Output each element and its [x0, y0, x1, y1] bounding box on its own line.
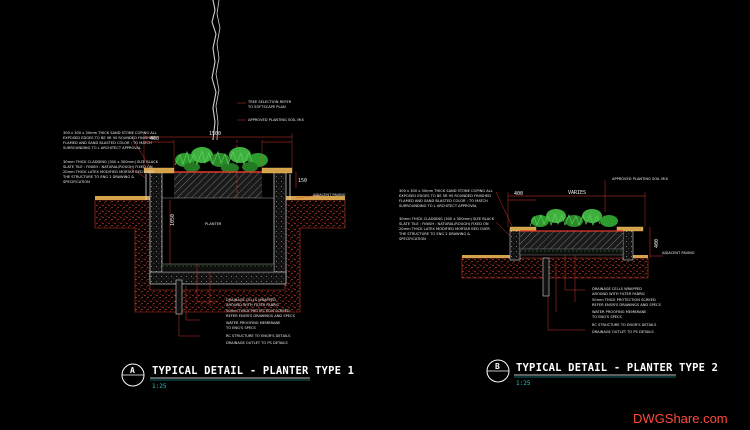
cladding-note-1-line-4: THE STRUCTURE TO ENG 2 DRAWING &	[62, 175, 134, 179]
bubble-a-label: A	[130, 366, 135, 375]
bottom-note-1-line-7: RC STRUCTURE TO ENGR'S DETAILS	[226, 334, 291, 338]
tree-note-line-2: TO SOFTSCAPE PLAN	[247, 105, 286, 109]
planter-2-wall-right	[622, 229, 634, 261]
planter-1-notes: TREE SELECTION REFER TO SOFTSCAPE PLAN A…	[62, 100, 346, 345]
scale-planter-2: 1:25	[516, 380, 531, 387]
soil-note-1: APPROVED PLANTING SOIL MIX	[248, 118, 304, 122]
bottom-note-2-line-1: DRAINAGE CELLS WRAPPED	[592, 287, 642, 291]
dim-side: 150	[298, 178, 307, 184]
planter-1-drainage-cells	[161, 263, 275, 273]
title-planter-1: TYPICAL DETAIL - PLANTER TYPE 1	[152, 365, 354, 377]
title-planter-2: TYPICAL DETAIL - PLANTER TYPE 2	[516, 362, 718, 374]
planter-label: PLANTER	[205, 222, 222, 226]
planter-1-wall-right	[273, 171, 287, 281]
cladding-note-2-line-1: 30mm THICK CLADDING (300 x 300mm) SIZE B…	[399, 217, 495, 221]
planter-2-paving-right	[623, 255, 648, 258]
coping-note-2-line-1: 300 x 300 x 30mm THICK SAND STONE COPING…	[399, 189, 493, 193]
bottom-note-1-line-5: WATER PROOFING MEMBRANE	[226, 321, 281, 325]
coping-note-1-line-2: EXPOSED EDGES TO BE 5R 9S ROUNDED FINISH…	[63, 136, 155, 140]
planter-1-paving-left	[95, 196, 150, 200]
cladding-note-1-line-5: SPECIFICATION	[63, 180, 90, 184]
planter-2-earth	[461, 257, 649, 279]
bottom-note-1-line-8: DRAINAGE OUTLET TO PS DETAILS	[226, 341, 288, 345]
bottom-note-1-line-3: 50mm THICK PROTECTION SCREED	[226, 309, 290, 313]
planter-2-leaders	[495, 180, 663, 331]
cladding-note-2-line-5: SPECIFICATION	[399, 237, 426, 241]
planter-2-paving-left	[462, 255, 514, 258]
cladding-note-2-line-2: SLATE TILE : FINISH : NATURAL/ROUGH) FIX…	[399, 222, 489, 226]
cladding-note-2-line-4: THE STRUCTURE TO ENG 2 DRAWING &	[398, 232, 470, 236]
bottom-note-1-line-2: AROUND WITH FILTER FABRIC	[226, 303, 280, 307]
coping-note-1-line-4: SURROUNDING TO L ARCHITECT APPROVAL	[63, 146, 141, 150]
bottom-note-1-line-4: REFER ENGR'S DRAWINGS AND SPECS	[226, 314, 296, 318]
watermark: DWGShare.com	[633, 411, 728, 426]
planter-2-drainage-cells	[519, 248, 624, 256]
coping-note-1-line-3: FLAMED AND SAND BLASTED COLOR : TO MATCH	[63, 141, 152, 145]
planter-1-dimensions: 1500 400 150 1050 PLANTER	[143, 131, 307, 264]
planter-1-coping-left	[143, 167, 175, 174]
bubble-b-label: B	[495, 362, 500, 371]
planter-1-leaders	[129, 102, 321, 337]
planter-2-section	[461, 226, 649, 297]
planter-2-coping-right	[616, 226, 644, 232]
planter-1-base-slab	[149, 271, 287, 285]
planter-1-drain-outlet	[175, 279, 183, 315]
cladding-note-1-line-3: 20mm THICK LATEX MODIFIED MORTAR BED OVE…	[63, 170, 154, 174]
soil-note-2: APPROVED PLANTING SOIL MIX	[612, 177, 668, 181]
dim-varies: VARIES	[568, 190, 586, 196]
planter-2-dimensions: VARIES 400 400	[507, 190, 660, 258]
planter-2-soil	[520, 231, 623, 249]
paving-note-2: ADJACENT PAVING	[662, 251, 695, 255]
planter-2-shrubs	[520, 209, 623, 232]
coping-note-2-line-3: FLAMED AND SAND BLASTED COLOR : TO MATCH	[399, 199, 488, 203]
planter-1-paving-right	[285, 196, 345, 200]
planter-2-title-block: B TYPICAL DETAIL - PLANTER TYPE 2 1:25	[486, 359, 718, 387]
dim-height-2: 400	[654, 239, 660, 248]
dim-overall: 1500	[209, 131, 221, 137]
scale-planter-1: 1:25	[152, 383, 167, 390]
planter-1-coping-right	[261, 167, 293, 174]
bottom-note-1-line-6: TO ENG'S SPECS	[225, 326, 257, 330]
coping-note-1-line-1: 300 x 300 x 30mm THICK SAND STONE COPING…	[63, 131, 157, 135]
bottom-note-2-line-4: REFER ENGR'S DRAWINGS AND SPECS	[592, 303, 662, 307]
bottom-note-2-line-6: TO ENG'S SPECS	[591, 315, 623, 319]
cladding-note-2-line-3: 20mm THICK LATEX MODIFIED MORTAR BED OVE…	[399, 227, 490, 231]
planter-1-shrubs	[174, 147, 268, 173]
planter-1-section	[94, 140, 346, 315]
bottom-note-2-line-7: RC STRUCTURE TO ENGR'S DETAILS	[592, 323, 657, 327]
planter-2-wall-left	[509, 229, 521, 261]
planter-1-wall-left	[149, 171, 163, 281]
coping-note-2-line-4: SURROUNDING TO L ARCHITECT APPROVAL	[399, 204, 477, 208]
coping-note-2-line-2: EXPOSED EDGES TO BE 5R 9S ROUNDED FINISH…	[399, 194, 491, 198]
bottom-note-2-line-3: 50mm THICK PROTECTION SCREED	[592, 298, 656, 302]
bottom-note-2-line-5: WATER PROOFING MEMBRANE	[592, 310, 647, 314]
dim-coping: 400	[150, 136, 159, 142]
planter-1-title-block: A TYPICAL DETAIL - PLANTER TYPE 1 1:25	[121, 363, 354, 390]
dim-coping-2: 400	[514, 191, 523, 197]
bottom-note-1-line-1: DRAINAGE CELLS WRAPPED	[226, 298, 276, 302]
paving-note-1: ADJACENT PAVING	[313, 193, 346, 197]
bottom-note-2-line-8: DRAINAGE OUTLET TO PS DETAILS	[592, 330, 654, 334]
bottom-note-2-line-2: AROUND WITH FILTER FABRIC	[592, 292, 646, 296]
planter-2-drain-outlet	[542, 257, 550, 297]
tree-note-line-1: TREE SELECTION REFER	[247, 100, 292, 104]
planter-2-notes: APPROVED PLANTING SOIL MIX 300 x 300 x 3…	[398, 177, 695, 334]
planter-1-soil	[174, 172, 262, 198]
dim-depth: 1050	[170, 214, 176, 226]
tree-trunk	[211, 0, 221, 141]
planter-1-earth	[94, 199, 346, 313]
cladding-note-1-line-2: SLATE TILE : FINISH : NATURAL/ROUGH) FIX…	[63, 165, 153, 169]
cladding-note-1-line-1: 30mm THICK CLADDING (300 x 300mm) SIZE B…	[63, 160, 159, 164]
